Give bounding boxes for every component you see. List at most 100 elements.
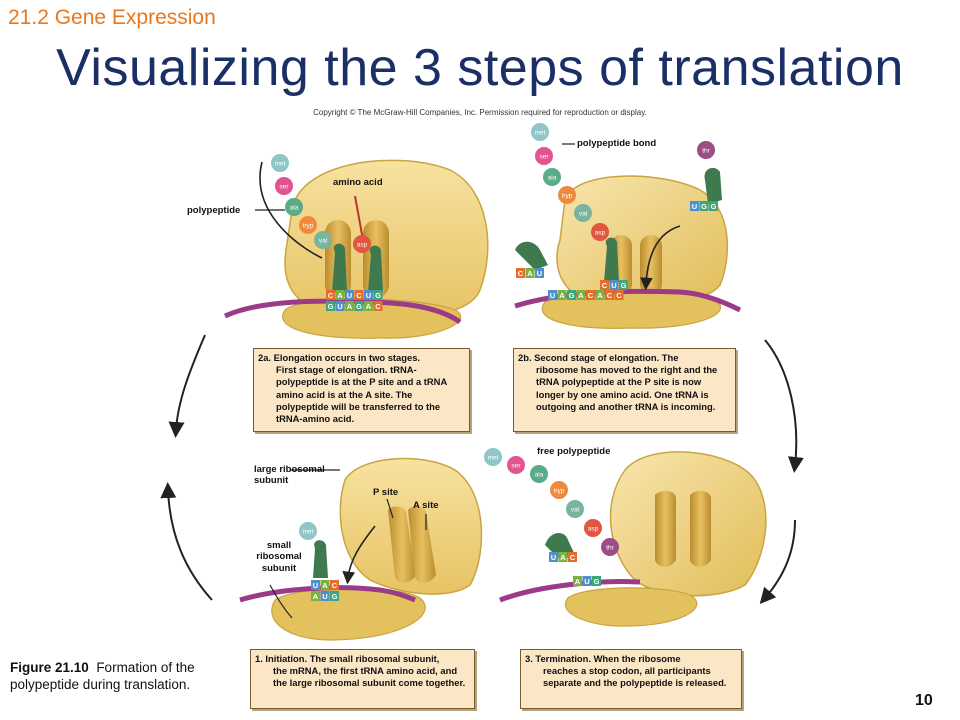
page-number: 10 <box>915 692 933 709</box>
label-polypeptide-bond: polypeptide bond <box>577 138 657 149</box>
mrna-codon-base-C: C <box>614 290 624 300</box>
caption-initiation-rest: the mRNA, the first tRNA amino acid, and… <box>273 665 466 689</box>
amino-acid-tryp: tryp <box>558 186 576 204</box>
outgoing-trna-base-U: U <box>535 268 544 278</box>
amino-acid-val: val <box>566 500 584 518</box>
svg-text:G: G <box>375 291 381 300</box>
amino-acid-thr: thr <box>697 141 715 159</box>
amino-acid-asp: asp <box>353 235 371 253</box>
trna-incoming <box>704 167 722 204</box>
amino-acid-met: met <box>299 522 317 540</box>
svg-text:C: C <box>616 291 622 300</box>
svg-text:C: C <box>570 553 576 562</box>
svg-text:val: val <box>319 238 328 245</box>
amino-acid-asp: asp <box>584 519 602 537</box>
svg-text:ala: ala <box>290 205 299 212</box>
anticodon-base-G: G <box>373 290 383 300</box>
svg-text:A: A <box>337 291 343 300</box>
slide-title: Visualizing the 3 steps of translation <box>56 39 904 97</box>
svg-text:met: met <box>488 455 499 462</box>
amino-acid-val: val <box>314 231 332 249</box>
copyright-notice: Copyright © The McGraw-Hill Companies, I… <box>313 108 647 117</box>
svg-text:U: U <box>537 269 542 278</box>
mrna-codon-base-G: G <box>567 290 576 300</box>
anticodon-base-C: C <box>326 290 335 300</box>
large-ribosomal-subunit <box>609 451 767 597</box>
figure-text: Formation of the polypeptide during tran… <box>10 660 195 693</box>
caption-elongation-a: 2a. Elongation occurs in two stages. Fir… <box>253 348 470 432</box>
p-site-anticodon-base-G: G <box>619 280 628 290</box>
svg-text:A: A <box>597 291 603 300</box>
svg-text:C: C <box>375 302 381 311</box>
polypeptide-bracket <box>259 161 323 259</box>
svg-text:G: G <box>621 281 627 290</box>
a-site-channel <box>640 235 662 295</box>
svg-text:G: G <box>569 291 575 300</box>
svg-text:asp: asp <box>595 230 606 237</box>
label-large-ribosomal-subunit: large ribosomal subunit <box>254 464 325 487</box>
svg-text:U: U <box>550 291 555 300</box>
amino-acid-beads: metseralatrypvalaspmetseralatrypvalaspth… <box>271 123 715 556</box>
svg-text:C: C <box>602 281 608 290</box>
amino-acid-ala: ala <box>285 198 303 216</box>
p-site-channel <box>655 490 676 567</box>
mrna-codon-base-U: U <box>582 576 592 586</box>
svg-text:G: G <box>356 302 362 311</box>
caption-elongation-b: 2b. Second stage of elongation. The ribo… <box>513 348 736 432</box>
incoming-trna-base-G: G <box>709 201 718 211</box>
svg-text:C: C <box>607 291 613 300</box>
panel-elongation-b <box>514 143 742 329</box>
anticodon-base-U: U <box>364 290 373 300</box>
svg-text:G: G <box>711 202 717 211</box>
mrna-codon-base-U: U <box>335 301 345 311</box>
svg-text:met: met <box>535 130 546 137</box>
svg-text:tryp: tryp <box>562 193 573 200</box>
amino-acid-ala: ala <box>543 168 561 186</box>
mrna-codon-base-G: G <box>354 301 364 311</box>
caption-termination: 3. Termination. When the ribosome reache… <box>520 649 742 709</box>
cycle-arrow-right-lower <box>759 519 796 605</box>
svg-text:thr: thr <box>606 545 614 552</box>
amino-acid-met: met <box>271 154 289 172</box>
amino-acid-tryp: tryp <box>299 216 317 234</box>
amino-acid-ser: ser <box>535 147 553 165</box>
svg-text:C: C <box>328 291 334 300</box>
start-codon-base-G: G <box>330 591 339 601</box>
incoming-trna-base-G: G <box>699 201 709 211</box>
label-p-site: P site <box>373 487 399 498</box>
mrna-codon-base-A: A <box>576 290 586 300</box>
svg-text:met: met <box>303 529 314 536</box>
svg-text:A: A <box>347 302 353 311</box>
caption-initiation: 1. Initiation. The small ribosomal subun… <box>250 649 475 709</box>
mrna-strand <box>239 585 416 603</box>
outgoing-trna-base-C: C <box>516 268 525 278</box>
svg-text:thr: thr <box>702 148 710 155</box>
svg-text:U: U <box>692 202 697 211</box>
mrna-codon-base-A: A <box>557 290 567 300</box>
amino-acid-met: met <box>484 448 502 466</box>
amino-acid-val: val <box>574 204 592 222</box>
label-polypeptide: polypeptide <box>187 205 241 216</box>
amino-acid-ser: ser <box>275 177 293 195</box>
panel-initiation <box>239 457 483 641</box>
svg-text:A: A <box>560 553 566 562</box>
start-codon-base-A: A <box>311 591 320 601</box>
released-trna-base-U: U <box>549 552 558 562</box>
p-site-anticodon-base-C: C <box>600 280 609 290</box>
figure-label: Figure 21.10 <box>10 660 89 675</box>
amino-acid-tryp: tryp <box>550 481 568 499</box>
svg-text:C: C <box>518 269 524 278</box>
trna-p-site <box>604 237 619 282</box>
mrna-codon-base-C: C <box>586 290 595 300</box>
svg-text:U: U <box>322 592 327 601</box>
trna-outgoing <box>515 241 548 270</box>
incoming-trna-arrow <box>639 225 681 291</box>
mrna-codon-base-A: A <box>573 576 582 586</box>
svg-text:A: A <box>578 291 584 300</box>
svg-text:U: U <box>313 581 318 590</box>
initiator-anticodon-base-U: U <box>311 580 320 590</box>
incoming-trna-base-U: U <box>690 201 699 211</box>
amino-acid-met: met <box>531 123 549 141</box>
